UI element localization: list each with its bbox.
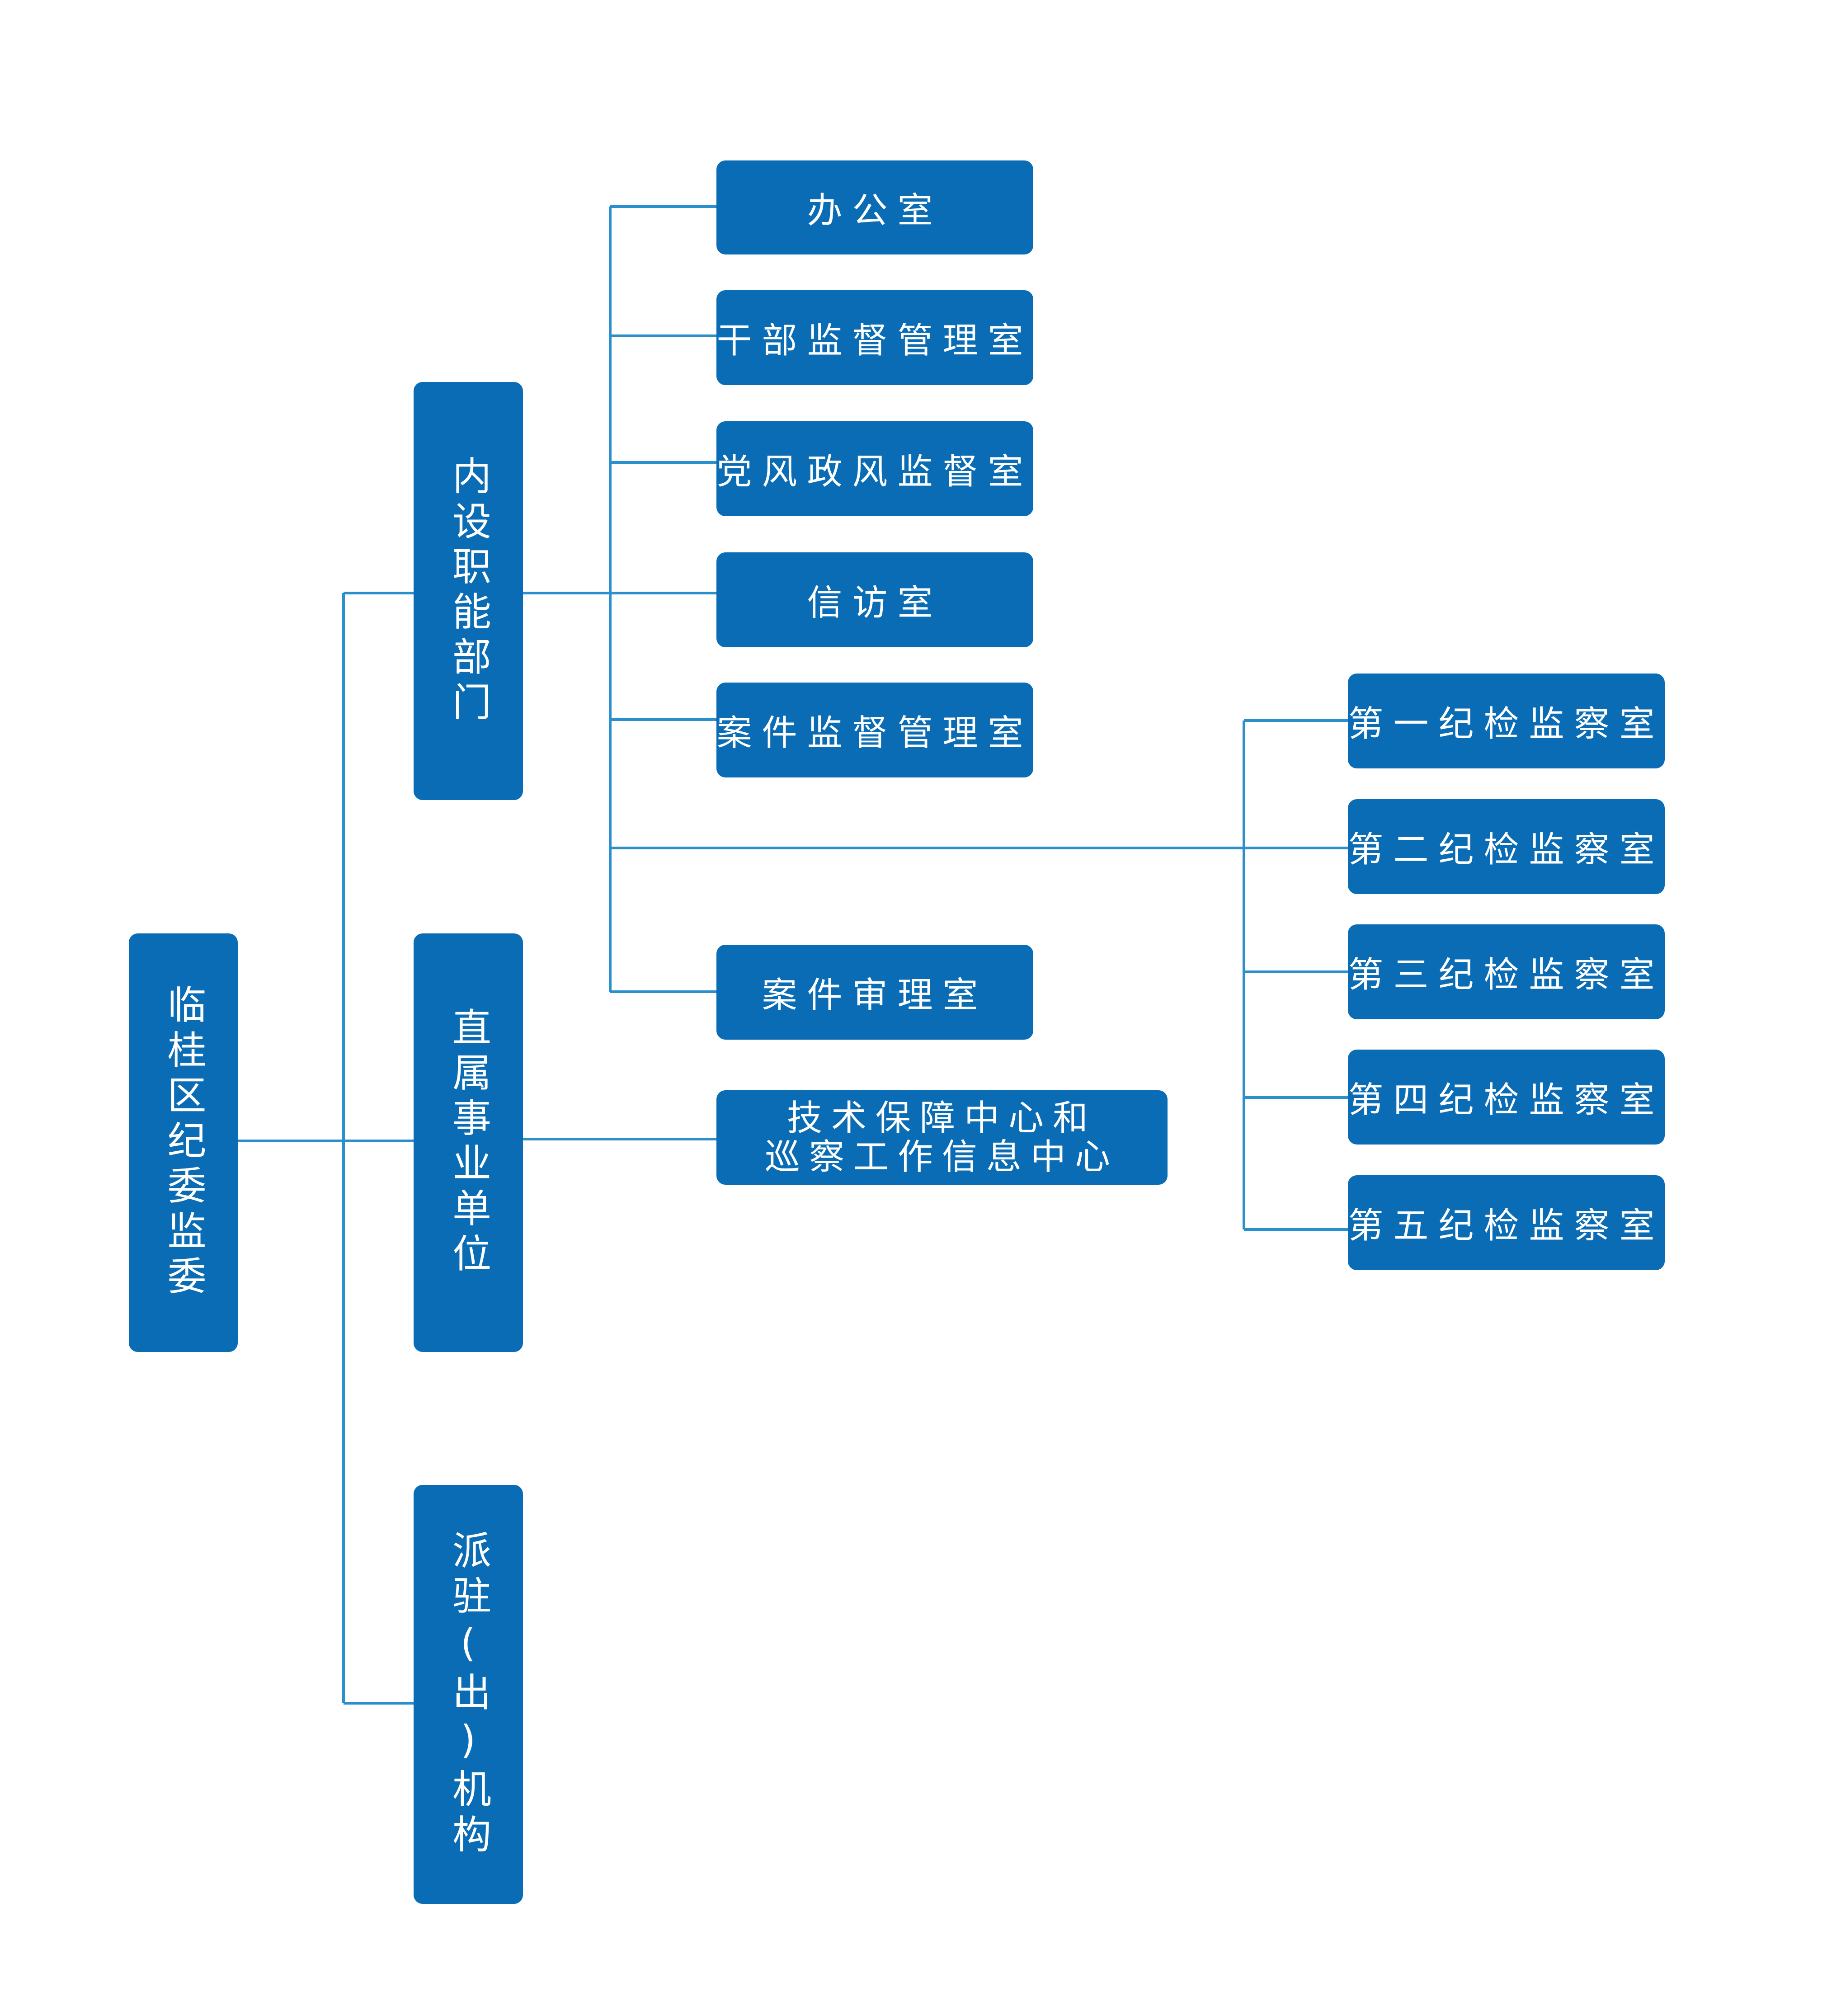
- dept-label: 案件审理室: [762, 975, 988, 1016]
- node-label: 内设职能部门: [445, 455, 491, 727]
- dept-label: 干部监督管理室: [716, 320, 1033, 361]
- dept-case-review: 案件审理室: [716, 945, 1033, 1040]
- inspection-room-1: 第一纪检监察室: [1348, 674, 1665, 768]
- node-affiliated-units: 直属事业单位: [414, 933, 523, 1352]
- inspection-room-5: 第五纪检监察室: [1348, 1175, 1665, 1270]
- inspection-room-2: 第二纪检监察室: [1348, 799, 1665, 894]
- inspection-room-label: 第三纪检监察室: [1348, 955, 1665, 995]
- inspection-room-label: 第五纪检监察室: [1348, 1206, 1665, 1246]
- dept-label: 案件监督管理室: [716, 713, 1033, 754]
- inspection-room-label: 第二纪检监察室: [1348, 829, 1665, 870]
- dept-cadre-supervision: 干部监督管理室: [716, 290, 1033, 385]
- node-label: 派驻(出)机构: [445, 1530, 491, 1859]
- dept-label: 党风政风监督室: [716, 452, 1033, 492]
- inspection-room-label: 第四纪检监察室: [1348, 1080, 1665, 1121]
- dept-petitions: 信访室: [716, 552, 1033, 647]
- tech-support-center-label: 技术保障中心和 巡察工作信息中心: [764, 1097, 1119, 1178]
- inspection-room-label: 第一纪检监察室: [1348, 704, 1665, 744]
- dept-label: 办公室: [807, 190, 943, 231]
- inspection-room-4: 第四纪检监察室: [1348, 1050, 1665, 1145]
- dept-case-supervision: 案件监督管理室: [716, 683, 1033, 777]
- dept-office: 办公室: [716, 160, 1033, 254]
- root-node: 临桂区纪委监委: [129, 933, 238, 1352]
- inspection-room-3: 第三纪检监察室: [1348, 924, 1665, 1019]
- node-internal-departments: 内设职能部门: [414, 382, 523, 800]
- dept-party-conduct: 党风政风监督室: [716, 421, 1033, 516]
- node-label: 直属事业单位: [445, 1007, 491, 1278]
- tech-support-center: 技术保障中心和 巡察工作信息中心: [716, 1090, 1168, 1185]
- root-label: 临桂区纪委监委: [160, 984, 206, 1301]
- node-stationed-agencies: 派驻(出)机构: [414, 1485, 523, 1904]
- dept-label: 信访室: [807, 583, 943, 623]
